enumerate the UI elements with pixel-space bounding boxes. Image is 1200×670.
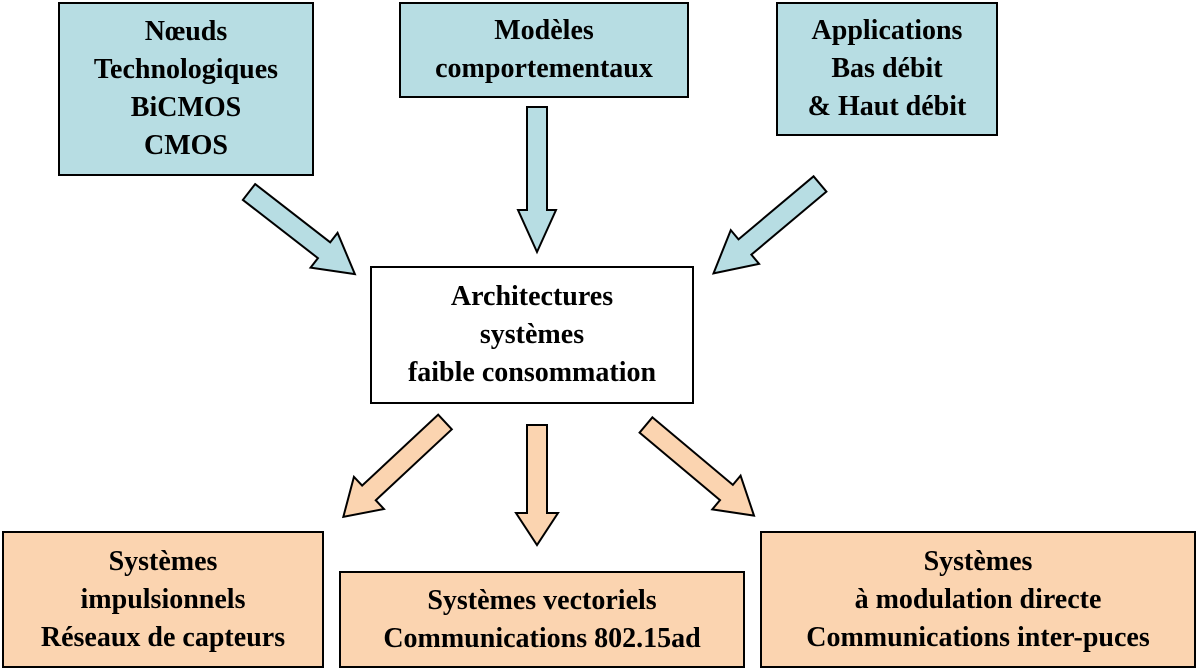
modeles-line-1: Modèles — [494, 15, 594, 46]
applications-line-1: Applications — [811, 15, 963, 46]
noeuds-line-1: Nœuds — [144, 16, 228, 47]
arrow-architectures-to-modulation-shape — [638, 415, 756, 517]
vectoriels-line-2: Communications 802.15ad — [383, 622, 701, 654]
output-box-systemes-vectoriels: Systèmes vectoriels Communications 802.1… — [339, 571, 745, 668]
modulation-line-3: Communications inter-puces — [806, 621, 1150, 653]
arrow-architectures-to-impulsionnels — [341, 413, 454, 519]
center-box-architectures-systemes: Architectures systèmes faible consommati… — [370, 266, 694, 404]
arrow-noeuds-to-architectures-shape — [241, 182, 357, 276]
applications-line-3: & Haut débit — [807, 91, 967, 122]
center-line-3: faible consommation — [407, 357, 657, 388]
modulation-line-2: à modulation directe — [854, 583, 1102, 615]
noeuds-line-4: CMOS — [144, 130, 228, 161]
center-line-2: systèmes — [479, 319, 585, 350]
output-box-systemes-impulsionnels: Systèmes impulsionnels Réseaux de capteu… — [2, 531, 324, 668]
impulsionnels-line-1: Systèmes — [108, 545, 218, 577]
impulsionnels-line-3: Réseaux de capteurs — [40, 621, 286, 653]
input-box-modeles-comportementaux: Modèles comportementaux — [399, 2, 689, 98]
modeles-line-2: comportementaux — [435, 53, 653, 84]
noeuds-line-2: Technologiques — [93, 54, 279, 85]
input-box-noeuds-technologiques: Nœuds Technologiques BiCMOS CMOS — [58, 2, 314, 176]
arrow-architectures-to-vectoriels-shape — [514, 424, 560, 547]
center-line-1: Architectures — [450, 281, 614, 312]
arrow-modeles-to-architectures-shape — [516, 106, 558, 255]
arrow-architectures-to-impulsionnels-shape — [341, 413, 454, 519]
applications-line-2: Bas débit — [831, 53, 943, 84]
arrow-noeuds-to-architectures — [241, 182, 357, 276]
input-box-applications: Applications Bas débit & Haut débit — [776, 2, 998, 136]
noeuds-line-3: BiCMOS — [130, 92, 242, 123]
impulsionnels-line-2: impulsionnels — [80, 583, 246, 615]
arrow-applications-to-architectures — [711, 174, 828, 275]
vectoriels-line-1: Systèmes vectoriels — [427, 584, 657, 616]
arrow-architectures-to-vectoriels — [514, 424, 560, 547]
modulation-line-1: Systèmes — [923, 545, 1033, 577]
arrow-architectures-to-modulation — [638, 415, 756, 517]
arrow-applications-to-architectures-shape — [711, 174, 828, 275]
arrow-modeles-to-architectures — [516, 106, 558, 255]
output-box-systemes-modulation-directe: Systèmes à modulation directe Communicat… — [760, 531, 1196, 668]
